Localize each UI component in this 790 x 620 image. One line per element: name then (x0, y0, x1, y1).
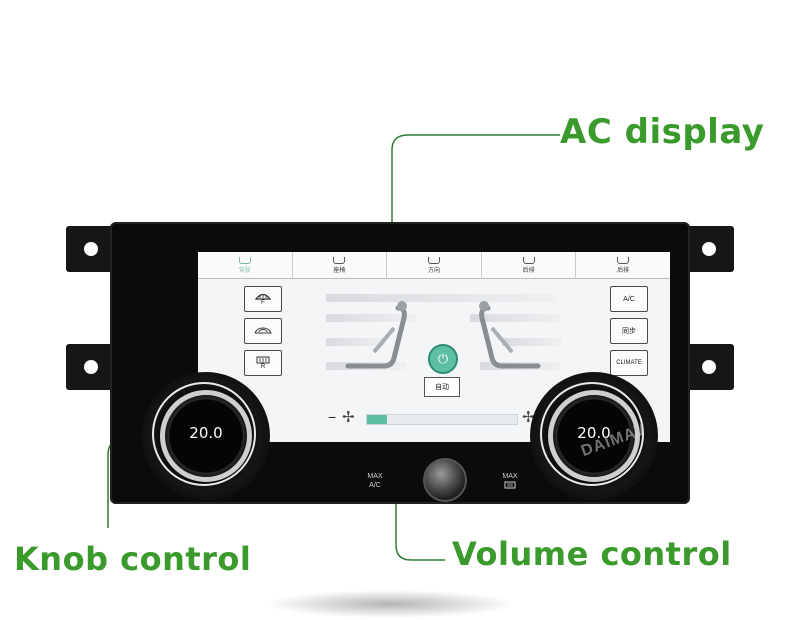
power-button[interactable]: ⏻ (428, 344, 458, 374)
tab-rear-right[interactable]: 后排 (576, 252, 670, 278)
knob-inner-ring (548, 390, 640, 482)
seat-heat-driver-icon (238, 256, 251, 264)
right-temperature-knob[interactable]: 20.0 (530, 372, 658, 500)
airflow-band (470, 314, 560, 322)
mount-ear-top-right (684, 226, 734, 272)
max-ac-label-line2: A/C (369, 482, 381, 489)
max-defrost-label: MAX (502, 473, 518, 480)
fan-speed-track[interactable] (366, 414, 518, 425)
fan-icon: ✢ (342, 409, 355, 426)
climate-control-unit: 驾驶 座椅 方向 后排 后排 (60, 218, 740, 508)
front-defrost-button[interactable]: F (244, 286, 282, 312)
airflow-band (502, 338, 562, 346)
passenger-airflow-seat-icon[interactable] (468, 300, 548, 380)
fan-speed-fill (367, 415, 387, 424)
tab-label: 方向 (427, 267, 440, 274)
knob-control-callout: Knob control (14, 540, 252, 578)
auto-button[interactable]: 自动 (424, 377, 460, 397)
rear-defrost-label: R (260, 364, 266, 370)
tab-seat[interactable]: 座椅 (292, 252, 388, 278)
tab-label: 后排 (617, 267, 630, 274)
climate-button[interactable]: CLIMATE (610, 350, 648, 376)
right-temperature-readout: 20.0 (577, 424, 611, 442)
rear-defrost-icon (256, 356, 270, 364)
left-temperature-knob[interactable]: 20.0 (142, 372, 270, 500)
mount-ear-bottom-left (66, 344, 116, 390)
ac-button[interactable]: A/C (610, 286, 648, 312)
tab-rear-left[interactable]: 后排 (481, 252, 577, 278)
sync-button[interactable]: 同步 (610, 318, 648, 344)
airflow-band (326, 314, 416, 322)
tab-label: 驾驶 (238, 267, 251, 274)
max-ac-button[interactable]: MAX A/C (360, 472, 390, 490)
rear-defrost-button[interactable]: R (244, 350, 282, 376)
knob-ring (540, 382, 644, 486)
fan-decrease-button[interactable]: − (328, 409, 337, 425)
knob-inner-ring (160, 390, 252, 482)
product-shadow (265, 590, 515, 618)
volume-control-callout: Volume control (452, 535, 732, 573)
mount-ear-bottom-right (684, 344, 734, 390)
knob-ring (152, 382, 256, 486)
airflow-band (326, 338, 386, 346)
mount-ear-top-left (66, 226, 116, 272)
driver-airflow-seat-icon[interactable] (338, 300, 418, 380)
power-icon: ⏻ (437, 351, 449, 366)
recirculation-button[interactable] (244, 318, 282, 344)
max-ac-label-line1: MAX (367, 473, 383, 480)
fan-speed-control: − ✢ ✢ + (328, 408, 558, 428)
panel-bezel: 驾驶 座椅 方向 后排 后排 (110, 222, 690, 504)
max-defrost-icon (504, 481, 516, 489)
rear-seat-icon (522, 256, 535, 264)
ac-display-callout: AC display (560, 112, 765, 152)
recirculation-icon (254, 327, 272, 334)
left-temperature-readout: 20.0 (189, 424, 223, 442)
ac-display-screen: 驾驶 座椅 方向 后排 后排 (198, 252, 670, 442)
front-defrost-label: F (261, 300, 265, 306)
screen-tab-bar: 驾驶 座椅 方向 后排 后排 (198, 252, 670, 279)
tab-label: 座椅 (333, 267, 346, 274)
tab-driver-seat-heat[interactable]: 驾驶 (198, 252, 293, 278)
airflow-band (326, 294, 556, 302)
rear-seat-right-icon (617, 256, 630, 264)
front-defrost-icon (255, 293, 271, 300)
volume-knob[interactable] (423, 458, 467, 502)
tab-label: 后排 (522, 267, 535, 274)
tab-steering[interactable]: 方向 (387, 252, 482, 278)
seat-icon (333, 256, 346, 264)
max-defrost-button[interactable]: MAX (495, 472, 525, 492)
steering-heat-icon (427, 256, 440, 264)
